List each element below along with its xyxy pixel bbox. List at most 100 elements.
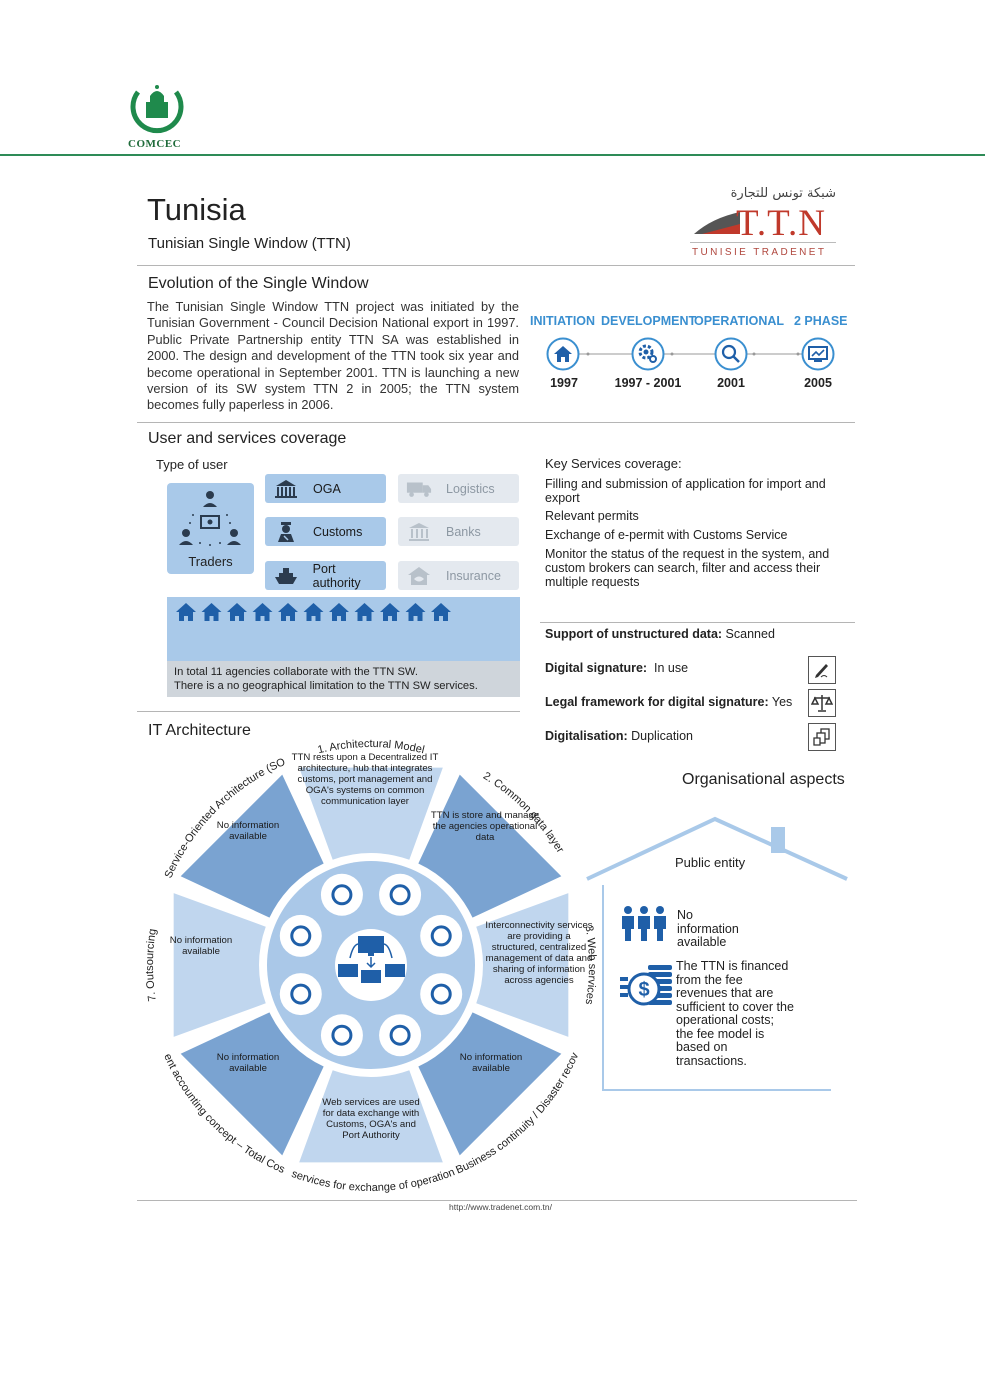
- bank-icon: [406, 521, 432, 543]
- evolution-text: The Tunisian Single Window TTN project w…: [147, 299, 519, 413]
- agency-houses: [176, 603, 451, 621]
- phase-year-1997-2001: 1997 - 2001: [614, 376, 682, 390]
- user-tile-logistics: Logistics: [398, 474, 519, 503]
- divider: [137, 265, 855, 266]
- network-icon: [379, 873, 422, 916]
- agency-house-icon: [303, 603, 324, 621]
- key-service-item: Filling and submission of application fo…: [545, 477, 826, 505]
- user-tile-insurance: Insurance: [398, 561, 519, 590]
- segment-text-soa: No information available: [216, 820, 280, 842]
- key-services-title: Key Services coverage:: [545, 456, 682, 471]
- user-tile-port-authority: Port authority: [265, 561, 386, 590]
- wheel-segment: [180, 774, 324, 918]
- insurance-icon: [406, 565, 432, 587]
- phase-label-initiation: INITIATION: [530, 314, 596, 328]
- aspect-digital-signature: Digital signature: In use: [545, 661, 688, 675]
- user-label-oga: OGA: [313, 481, 341, 496]
- type-of-user-label: Type of user: [156, 457, 228, 472]
- agency-house-icon: [354, 603, 375, 621]
- agencies-footer: In total 11 agencies collaborate with th…: [167, 661, 520, 697]
- agency-house-icon: [252, 603, 273, 621]
- key-services-title-colon: :: [677, 456, 682, 471]
- house-outline-icon: [586, 816, 848, 881]
- agency-house-icon: [380, 603, 400, 621]
- aspect-label: Support of unstructured data:: [545, 627, 723, 641]
- ttn-logo-arabic: شبكة تونس للتجارة: [730, 186, 836, 201]
- segment-label: 7. Outsourcing: [144, 928, 159, 1002]
- building-icon: [273, 478, 299, 500]
- www-icon: [320, 1014, 363, 1057]
- connect-icon: [420, 973, 463, 1016]
- user-label-customs: Customs: [313, 524, 363, 539]
- phase-timeline: INITIATION DEVELOPMENT OPERATIONAL 2 PHA…: [528, 310, 858, 400]
- comcec-logo: [128, 84, 186, 136]
- database-icon: [420, 914, 463, 957]
- connect-icon-glyph: [430, 983, 452, 1005]
- segment-text-web-services: Interconnectivity services are providing…: [485, 920, 593, 986]
- user-label-port-authority: Port authority: [312, 561, 361, 590]
- www-icon-glyph: [331, 1024, 353, 1046]
- phase-label-operational: OPERATIONAL: [694, 314, 785, 328]
- segment-text-architectural-model: TTN rests upon a Decentralized IT archit…: [291, 752, 439, 807]
- ttn-logo-mark: T.T.N: [736, 203, 826, 244]
- user-tile-customs: Customs: [265, 517, 386, 546]
- ttn-swoosh-icon: [694, 212, 740, 234]
- wheel-segment: [476, 893, 569, 1037]
- phase-label-development: DEVELOPMENT: [601, 314, 697, 328]
- aspect-unstructured-data: Support of unstructured data: Scanned: [545, 627, 775, 641]
- coverage-title: User and services coverage: [148, 430, 347, 447]
- user-label-insurance: Insurance: [446, 568, 501, 583]
- staff-icon: [622, 906, 666, 941]
- key-service-item: Relevant permits: [545, 509, 639, 523]
- computers-network-icon: [338, 936, 405, 983]
- key-services-title-text: Key Services coverage: [545, 456, 678, 471]
- cubes-icon-glyph: [331, 884, 353, 906]
- organisational-entity: Public entity: [675, 855, 746, 870]
- search-icon: [714, 337, 748, 371]
- user-tile-oga: OGA: [265, 474, 386, 503]
- user-tile-banks: Banks: [398, 517, 519, 546]
- svg-text:$: $: [638, 979, 649, 1001]
- wheel-segment: [418, 774, 562, 918]
- agencies-line-1: In total 11 agencies collaborate with th…: [174, 666, 418, 678]
- divider: [540, 622, 855, 623]
- header-rule: [0, 154, 985, 156]
- worker-icon: [279, 914, 322, 957]
- divider: [137, 1200, 857, 1201]
- ttn-logo-tagline: TUNISIE TRADENET: [692, 247, 827, 258]
- organisational-financing: The TTN is financed from the fee revenue…: [676, 959, 794, 1068]
- segment-label: 3. Web services: [582, 925, 598, 1006]
- segment-text-web-services-exchange: Web services are used for data exchange …: [322, 1097, 420, 1141]
- segment-text-it-management: No information available: [216, 1052, 280, 1074]
- network-icon-glyph: [389, 884, 411, 906]
- money-icon: $: [620, 965, 672, 1006]
- aspect-label: Digital signature:: [545, 661, 648, 675]
- user-label-logistics: Logistics: [446, 481, 495, 496]
- phase-year-2005: 2005: [804, 376, 832, 390]
- agencies-panel: In total 11 agencies collaborate with th…: [167, 597, 520, 697]
- calculator-icon-glyph: [290, 983, 312, 1005]
- database-icon-glyph: [430, 925, 452, 947]
- organisational-title: Organisational aspects: [682, 771, 845, 788]
- segment-text-business-continuity: No information available: [459, 1052, 523, 1074]
- aspect-label: Digitalisation:: [545, 729, 628, 743]
- agency-house-icon: [431, 603, 451, 621]
- segment-text-outsourcing: No information available: [169, 935, 233, 957]
- scale-icon: [808, 689, 836, 717]
- phase-line: [564, 352, 818, 356]
- divider: [137, 422, 855, 423]
- page-title: Tunisia: [147, 192, 246, 227]
- cubes-icon: [320, 873, 363, 916]
- home-icon: [546, 337, 580, 371]
- aspect-value: Yes: [768, 695, 793, 709]
- key-service-item: Exchange of e-permit with Customs Servic…: [545, 528, 788, 542]
- user-label-banks: Banks: [446, 524, 481, 539]
- backup-icon: [379, 1014, 422, 1057]
- backup-icon-glyph: [389, 1024, 411, 1046]
- phase-year-1997: 1997: [550, 376, 578, 390]
- gear-icon: [631, 337, 665, 371]
- traders-label: Traders: [188, 554, 233, 569]
- wheel-segment: [173, 893, 266, 1037]
- ship-icon: [273, 565, 299, 587]
